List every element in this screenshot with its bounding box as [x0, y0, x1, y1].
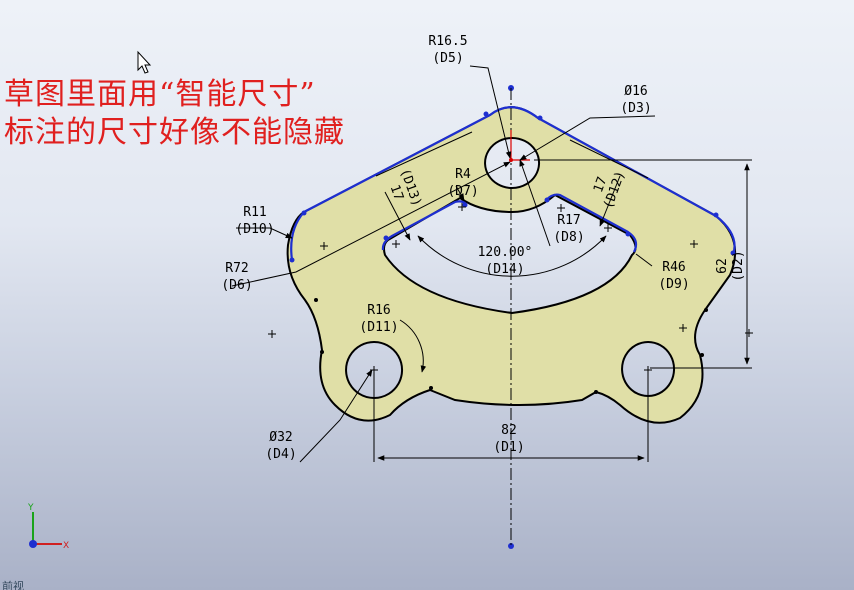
svg-text:(D1): (D1): [493, 440, 524, 455]
dim-r16[interactable]: R16 (D11): [359, 303, 398, 335]
svg-text:R72: R72: [225, 261, 248, 276]
svg-text:(D9): (D9): [658, 277, 689, 292]
dim-angle-120[interactable]: 120.00° (D14): [478, 245, 533, 277]
svg-text:(D3): (D3): [620, 101, 651, 116]
svg-text:R46: R46: [662, 260, 685, 275]
svg-text:17: 17: [387, 183, 406, 203]
svg-text:Ø16: Ø16: [624, 84, 647, 99]
dim-dia16[interactable]: Ø16 (D3): [620, 84, 651, 116]
svg-text:Y: Y: [27, 503, 34, 513]
dim-d2[interactable]: 62(D2): [715, 250, 746, 281]
svg-text:Ø32: Ø32: [269, 430, 292, 445]
dim-r46[interactable]: R46 (D9): [658, 260, 689, 292]
svg-text:R11: R11: [243, 205, 266, 220]
svg-text:17: 17: [591, 175, 610, 195]
dim-r4[interactable]: R4 (D7): [447, 167, 478, 199]
svg-text:120.00°: 120.00°: [478, 245, 533, 260]
svg-text:R17: R17: [557, 213, 580, 228]
dim-r17[interactable]: R17 (D8): [553, 213, 584, 245]
svg-text:(D5): (D5): [432, 51, 463, 66]
dim-r16-5[interactable]: R16.5 (D5): [428, 34, 467, 66]
annotation-line-1: 草图里面用“智能尺寸”: [4, 77, 316, 112]
svg-text:(D6): (D6): [221, 278, 252, 293]
mouse-cursor-icon: [137, 50, 152, 74]
svg-text:R16: R16: [367, 303, 390, 318]
svg-text:R4: R4: [455, 167, 471, 182]
dimension-lines[interactable]: [231, 65, 752, 463]
sketch-points: [289, 85, 736, 549]
view-name-label: 前视: [2, 580, 24, 590]
svg-text:82: 82: [501, 423, 517, 438]
dim-dia32[interactable]: Ø32 (D4): [265, 430, 296, 462]
svg-text:X: X: [63, 541, 69, 551]
svg-text:R16.5: R16.5: [428, 34, 467, 49]
part-body[interactable]: [286, 106, 737, 424]
svg-text:(D8): (D8): [553, 230, 584, 245]
view-triad: Y X: [27, 503, 69, 551]
svg-text:(D14): (D14): [485, 262, 524, 277]
svg-text:(D4): (D4): [265, 447, 296, 462]
svg-text:(D2): (D2): [731, 250, 746, 281]
svg-text:(D11): (D11): [359, 320, 398, 335]
svg-text:(D7): (D7): [447, 184, 478, 199]
dim-d82[interactable]: 82 (D1): [493, 423, 524, 455]
dim-r11[interactable]: R11 (D10): [235, 205, 274, 237]
annotation-line-2: 标注的尺寸好像不能隐藏: [4, 115, 345, 150]
svg-text:62: 62: [715, 258, 730, 274]
center-marks: [268, 203, 753, 374]
dim-r72[interactable]: R72 (D6): [221, 261, 252, 293]
svg-text:(D10): (D10): [235, 222, 274, 237]
